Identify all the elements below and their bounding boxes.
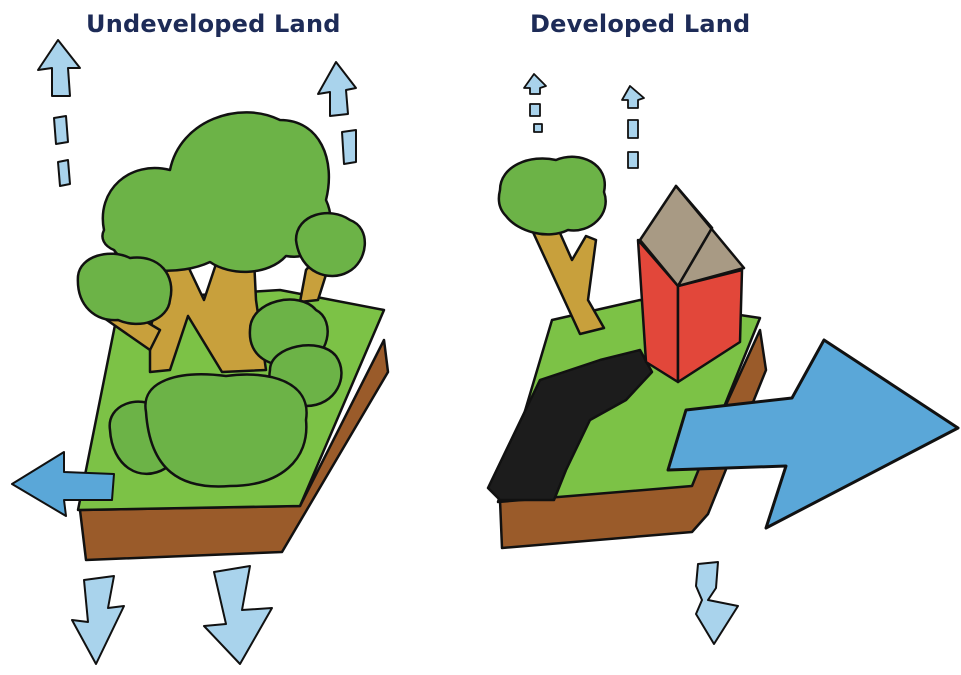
infiltration-down-arrow-icon [203, 565, 273, 665]
evapotranspiration-up-arrow-icon [523, 73, 547, 133]
infiltration-down-arrow-icon [695, 561, 739, 645]
surface-runoff-side-arrow-icon [11, 451, 115, 517]
paved-road [486, 348, 654, 502]
forest-trees [76, 111, 367, 488]
evapotranspiration-up-arrow-icon [37, 39, 81, 187]
undeveloped-land-scene [11, 39, 390, 665]
house [636, 184, 746, 384]
undeveloped-land-title: Undeveloped Land [86, 10, 341, 38]
developed-land-title: Developed Land [530, 10, 751, 38]
evapotranspiration-up-arrow-icon [621, 85, 645, 169]
lone-tree [497, 155, 607, 336]
surface-runoff-side-arrow-icon [666, 338, 960, 530]
evapotranspiration-up-arrow-icon [317, 61, 357, 165]
infiltration-down-arrow-icon [71, 575, 125, 665]
developed-land-scene [486, 73, 960, 645]
